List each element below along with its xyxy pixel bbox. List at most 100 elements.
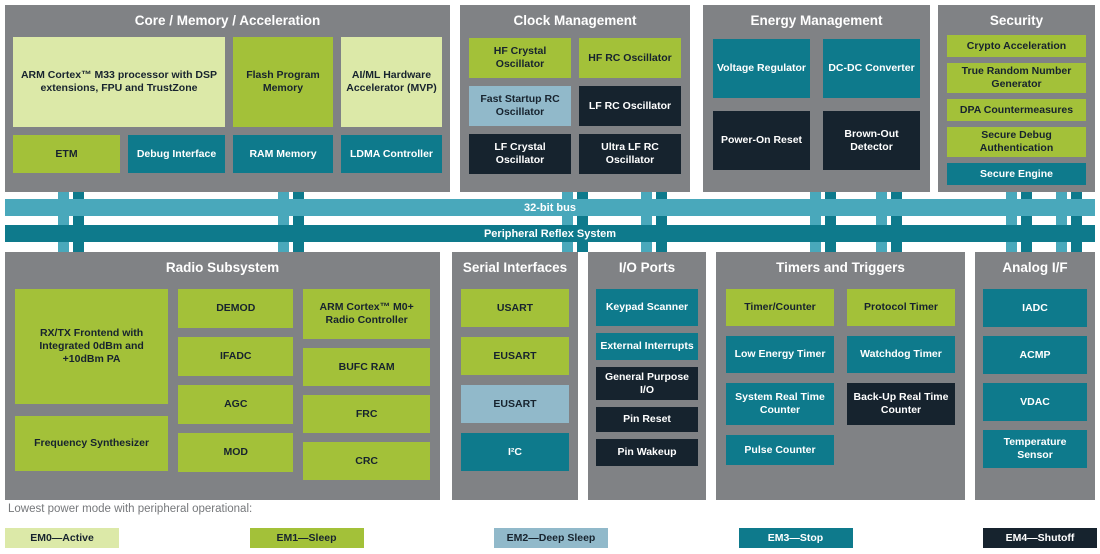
block-ultra-lf-rc-oscillator: Ultra LF RC Oscillator [579,134,681,174]
block-system-real-time-counter: System Real Time Counter [726,383,834,425]
panel-clock-management: Clock Management HF Crystal Oscillator H… [460,5,690,192]
panel-analog-blocks: IADC ACMP VDAC Temperature Sensor [983,289,1087,468]
legend-em1-sleep: EM1—Sleep [249,528,364,548]
panel-serial-title: Serial Interfaces [462,260,568,275]
block-aiml-hardware-accelerator: AI/ML Hardware Accelerator (MVP) [340,37,442,127]
panel-energy-title: Energy Management [750,13,883,28]
panel-security: Security Crypto Acceleration True Random… [938,5,1095,192]
panel-security-blocks: Crypto Acceleration True Random Number G… [947,35,1086,185]
bus-connector-dark [1021,192,1032,252]
block-crypto-acceleration: Crypto Acceleration [947,35,1086,57]
panel-serial-blocks: USART EUSART EUSART I²C [461,289,569,471]
bus-connector-dark [1071,192,1082,252]
block-flash-program-memory: Flash Program Memory [232,37,333,127]
block-arm-cortex-m33: ARM Cortex™ M33 processor with DSP exten… [13,37,225,127]
block-true-random-number-generator: True Random Number Generator [947,63,1086,93]
panel-radio-title: Radio Subsystem [165,260,280,275]
block-frequency-synthesizer: Frequency Synthesizer [15,416,169,471]
panel-timers-and-triggers: Timers and Triggers Timer/Counter Low En… [716,252,965,500]
block-agc: AGC [178,385,294,424]
block-eusart-1: EUSART [461,337,569,375]
block-acmp: ACMP [983,336,1087,374]
block-ifadc: IFADC [178,337,294,376]
block-ldma-controller: LDMA Controller [340,135,442,173]
block-debug-interface: Debug Interface [128,135,225,173]
panel-timers-blocks: Timer/Counter Low Energy Timer System Re… [726,289,955,465]
block-protocol-timer: Protocol Timer [847,289,955,326]
bus-connector-light [641,192,652,252]
panel-analog-if: Analog I/F IADC ACMP VDAC Temperature Se… [975,252,1095,500]
block-pin-reset: Pin Reset [596,407,698,432]
panel-core-blocks: ARM Cortex™ M33 processor with DSP exten… [13,37,442,173]
block-mod: MOD [178,433,294,472]
bus-32bit: 32-bit bus [5,199,1095,216]
block-arm-cortex-m0-radio-controller: ARM Cortex™ M0+ Radio Controller [303,289,430,339]
bus-connector-dark [293,192,304,252]
bus-connector-light [876,192,887,252]
block-eusart-2: EUSART [461,385,569,423]
block-i2c: I²C [461,433,569,471]
panel-io-ports: I/O Ports Keypad Scanner External Interr… [588,252,706,500]
block-timer-counter: Timer/Counter [726,289,834,326]
panel-clock-title: Clock Management [513,13,637,28]
block-general-purpose-io: General Purpose I/O [596,367,698,400]
block-ram-memory: RAM Memory [232,135,333,173]
radio-column-3: ARM Cortex™ M0+ Radio Controller BUFC RA… [303,289,430,480]
bus-connector-dark [73,192,84,252]
radio-column-1: RX/TX Frontend with Integrated 0dBm and … [15,289,169,480]
legend: EM0—Active EM1—Sleep EM2—Deep Sleep EM3—… [5,528,1097,548]
panel-clock-blocks: HF Crystal Oscillator HF RC Oscillator F… [469,38,681,174]
block-dpa-countermeasures: DPA Countermeasures [947,99,1086,121]
bus-connector-dark [825,192,836,252]
panel-serial-interfaces: Serial Interfaces USART EUSART EUSART I²… [452,252,578,500]
radio-column-2: DEMOD IFADC AGC MOD [178,289,294,480]
block-lf-rc-oscillator: LF RC Oscillator [579,86,681,126]
panel-security-title: Security [989,13,1044,28]
block-keypad-scanner: Keypad Scanner [596,289,698,326]
block-bufc-ram: BUFC RAM [303,348,430,386]
bus-connector-light [1056,192,1067,252]
block-pulse-counter: Pulse Counter [726,435,834,465]
block-demod: DEMOD [178,289,294,328]
block-fast-startup-rc-oscillator: Fast Startup RC Oscillator [469,86,571,126]
block-iadc: IADC [983,289,1087,327]
block-dcdc-converter: DC-DC Converter [823,39,920,98]
bus-connector-dark [577,192,588,252]
block-secure-engine: Secure Engine [947,163,1086,185]
panel-radio-blocks: RX/TX Frontend with Integrated 0dBm and … [15,289,430,480]
bus-connector-dark [656,192,667,252]
bus-32bit-label: 32-bit bus [524,201,576,214]
block-crc: CRC [303,442,430,480]
block-low-energy-timer: Low Energy Timer [726,336,834,373]
timers-column-right: Protocol Timer Watchdog Timer Back-Up Re… [847,289,955,465]
panel-io-blocks: Keypad Scanner External Interrupts Gener… [596,289,698,466]
bus-connector-light [810,192,821,252]
legend-caption: Lowest power mode with peripheral operat… [8,503,253,515]
block-power-on-reset: Power-On Reset [713,111,810,170]
block-external-interrupts: External Interrupts [596,333,698,360]
timers-column-left: Timer/Counter Low Energy Timer System Re… [726,289,834,465]
bus-prs-label: Peripheral Reflex System [483,227,617,240]
legend-em3-stop: EM3—Stop [738,528,853,548]
panel-core-title: Core / Memory / Acceleration [134,13,321,28]
bus-peripheral-reflex-system: Peripheral Reflex System [5,225,1095,242]
block-rxtx-frontend: RX/TX Frontend with Integrated 0dBm and … [15,289,169,404]
block-temperature-sensor: Temperature Sensor [983,430,1087,468]
block-brown-out-detector: Brown-Out Detector [823,111,920,170]
panel-energy-management: Energy Management Voltage Regulator DC-D… [703,5,930,192]
block-pin-wakeup: Pin Wakeup [596,439,698,466]
block-backup-real-time-counter: Back-Up Real Time Counter [847,383,955,425]
block-etm: ETM [13,135,120,173]
panel-core-memory-acceleration: Core / Memory / Acceleration ARM Cortex™… [5,5,450,192]
block-vdac: VDAC [983,383,1087,421]
bus-connector-light [58,192,69,252]
panel-io-title: I/O Ports [618,260,676,275]
legend-em2-deep-sleep: EM2—Deep Sleep [494,528,608,548]
legend-em0-active: EM0—Active [5,528,119,548]
bus-connector-light [278,192,289,252]
legend-em4-shutoff: EM4—Shutoff [983,528,1097,548]
panel-timers-title: Timers and Triggers [776,260,905,275]
block-frc: FRC [303,395,430,433]
block-hf-rc-oscillator: HF RC Oscillator [579,38,681,78]
